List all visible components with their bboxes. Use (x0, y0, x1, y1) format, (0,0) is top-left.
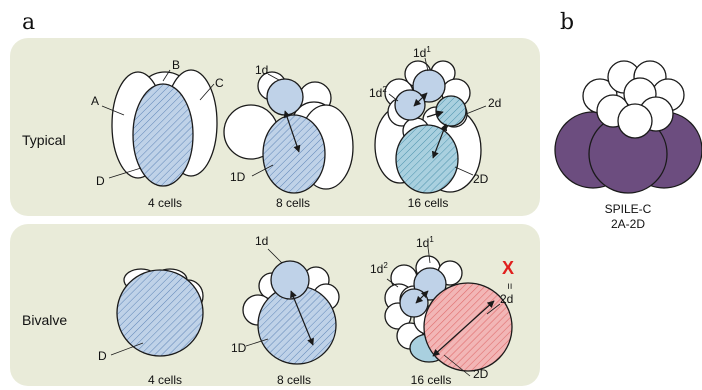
spile-c-sublabel: 2A-2D (611, 217, 645, 231)
stage-16-cells-typical: 16 cells (408, 196, 449, 210)
panel-b-label: b (560, 10, 574, 35)
stage-4-cells-bivalve: 4 cells (148, 373, 182, 387)
stage-8-cells-typical: 8 cells (276, 196, 310, 210)
label-a: A (91, 94, 99, 108)
label-b: B (172, 58, 180, 72)
equals-mark: = (503, 283, 515, 289)
label-d-bivalve: D (98, 349, 107, 363)
bivalve-4-cell-embryo (117, 269, 203, 356)
label-1D-bivalve: 1D (231, 341, 247, 355)
x-mark: X (502, 258, 514, 278)
spile-c-label: SPILE-C (605, 202, 652, 216)
label-c: C (215, 76, 224, 90)
label-1D: 1D (230, 170, 246, 184)
label-2d: 2d (488, 96, 501, 110)
spile-c-embryo (555, 61, 702, 193)
stage-8-cells-bivalve: 8 cells (277, 373, 311, 387)
row-label-typical: Typical (22, 132, 66, 148)
cell-d (133, 84, 193, 186)
panel-a-label: a (22, 10, 35, 35)
label-2D-bivalve: 2D (473, 367, 489, 381)
label-2d-bivalve: 2d (500, 292, 513, 306)
label-d: D (96, 174, 105, 188)
stage-16-cells-bivalve: 16 cells (411, 373, 452, 387)
label-1d-bivalve: 1d (255, 234, 268, 248)
stage-4-cells-typical: 4 cells (148, 196, 182, 210)
typical-4-cell-embryo (112, 70, 217, 186)
label-2D: 2D (473, 172, 489, 186)
label-1d: 1d (255, 63, 268, 77)
row-label-bivalve: Bivalve (22, 312, 67, 328)
